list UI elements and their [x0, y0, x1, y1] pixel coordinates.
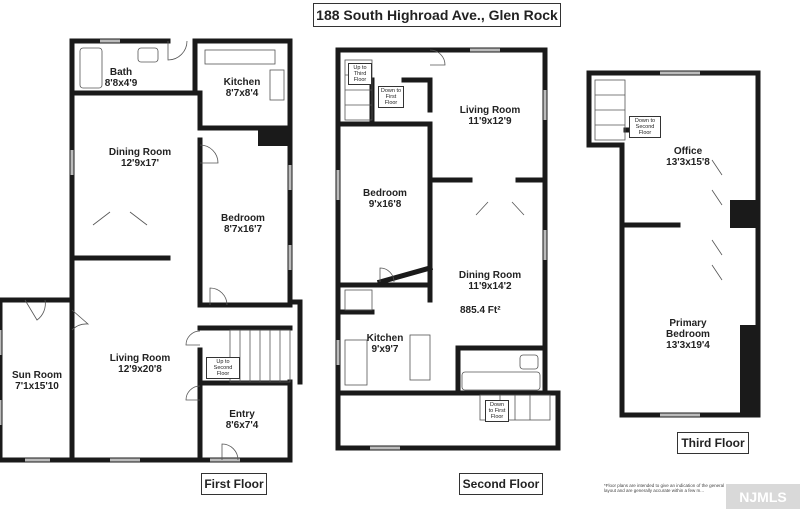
floor-label-first: First Floor: [201, 473, 267, 495]
third-floor-walls: [586, 70, 761, 418]
stair-label-down-to-first-a: Down to First Floor: [378, 86, 404, 108]
plan-title: 188 South Highroad Ave., Glen Rock: [313, 3, 561, 27]
stair-label-down-to-second: Down to Second Floor: [629, 116, 661, 138]
njmls-logo: NJMLS: [726, 484, 800, 509]
floor-label-second: Second Floor: [459, 473, 543, 495]
first-floor-walls: [0, 38, 303, 463]
disclaimer-text: *Floor plans are intended to give an ind…: [604, 483, 725, 493]
stair-label-up-to-third: Up to Third Floor: [348, 63, 372, 85]
fixtures: [79, 47, 541, 391]
total-area: 885.4 Ft²: [460, 305, 501, 316]
stair-label-up-to-second: Up to Second Floor: [206, 357, 240, 379]
stair-label-down-to-first-b: Down to First Floor: [485, 400, 509, 422]
floor-label-third: Third Floor: [677, 432, 749, 454]
stairs: [229, 59, 626, 421]
second-floor-walls: [335, 47, 561, 451]
